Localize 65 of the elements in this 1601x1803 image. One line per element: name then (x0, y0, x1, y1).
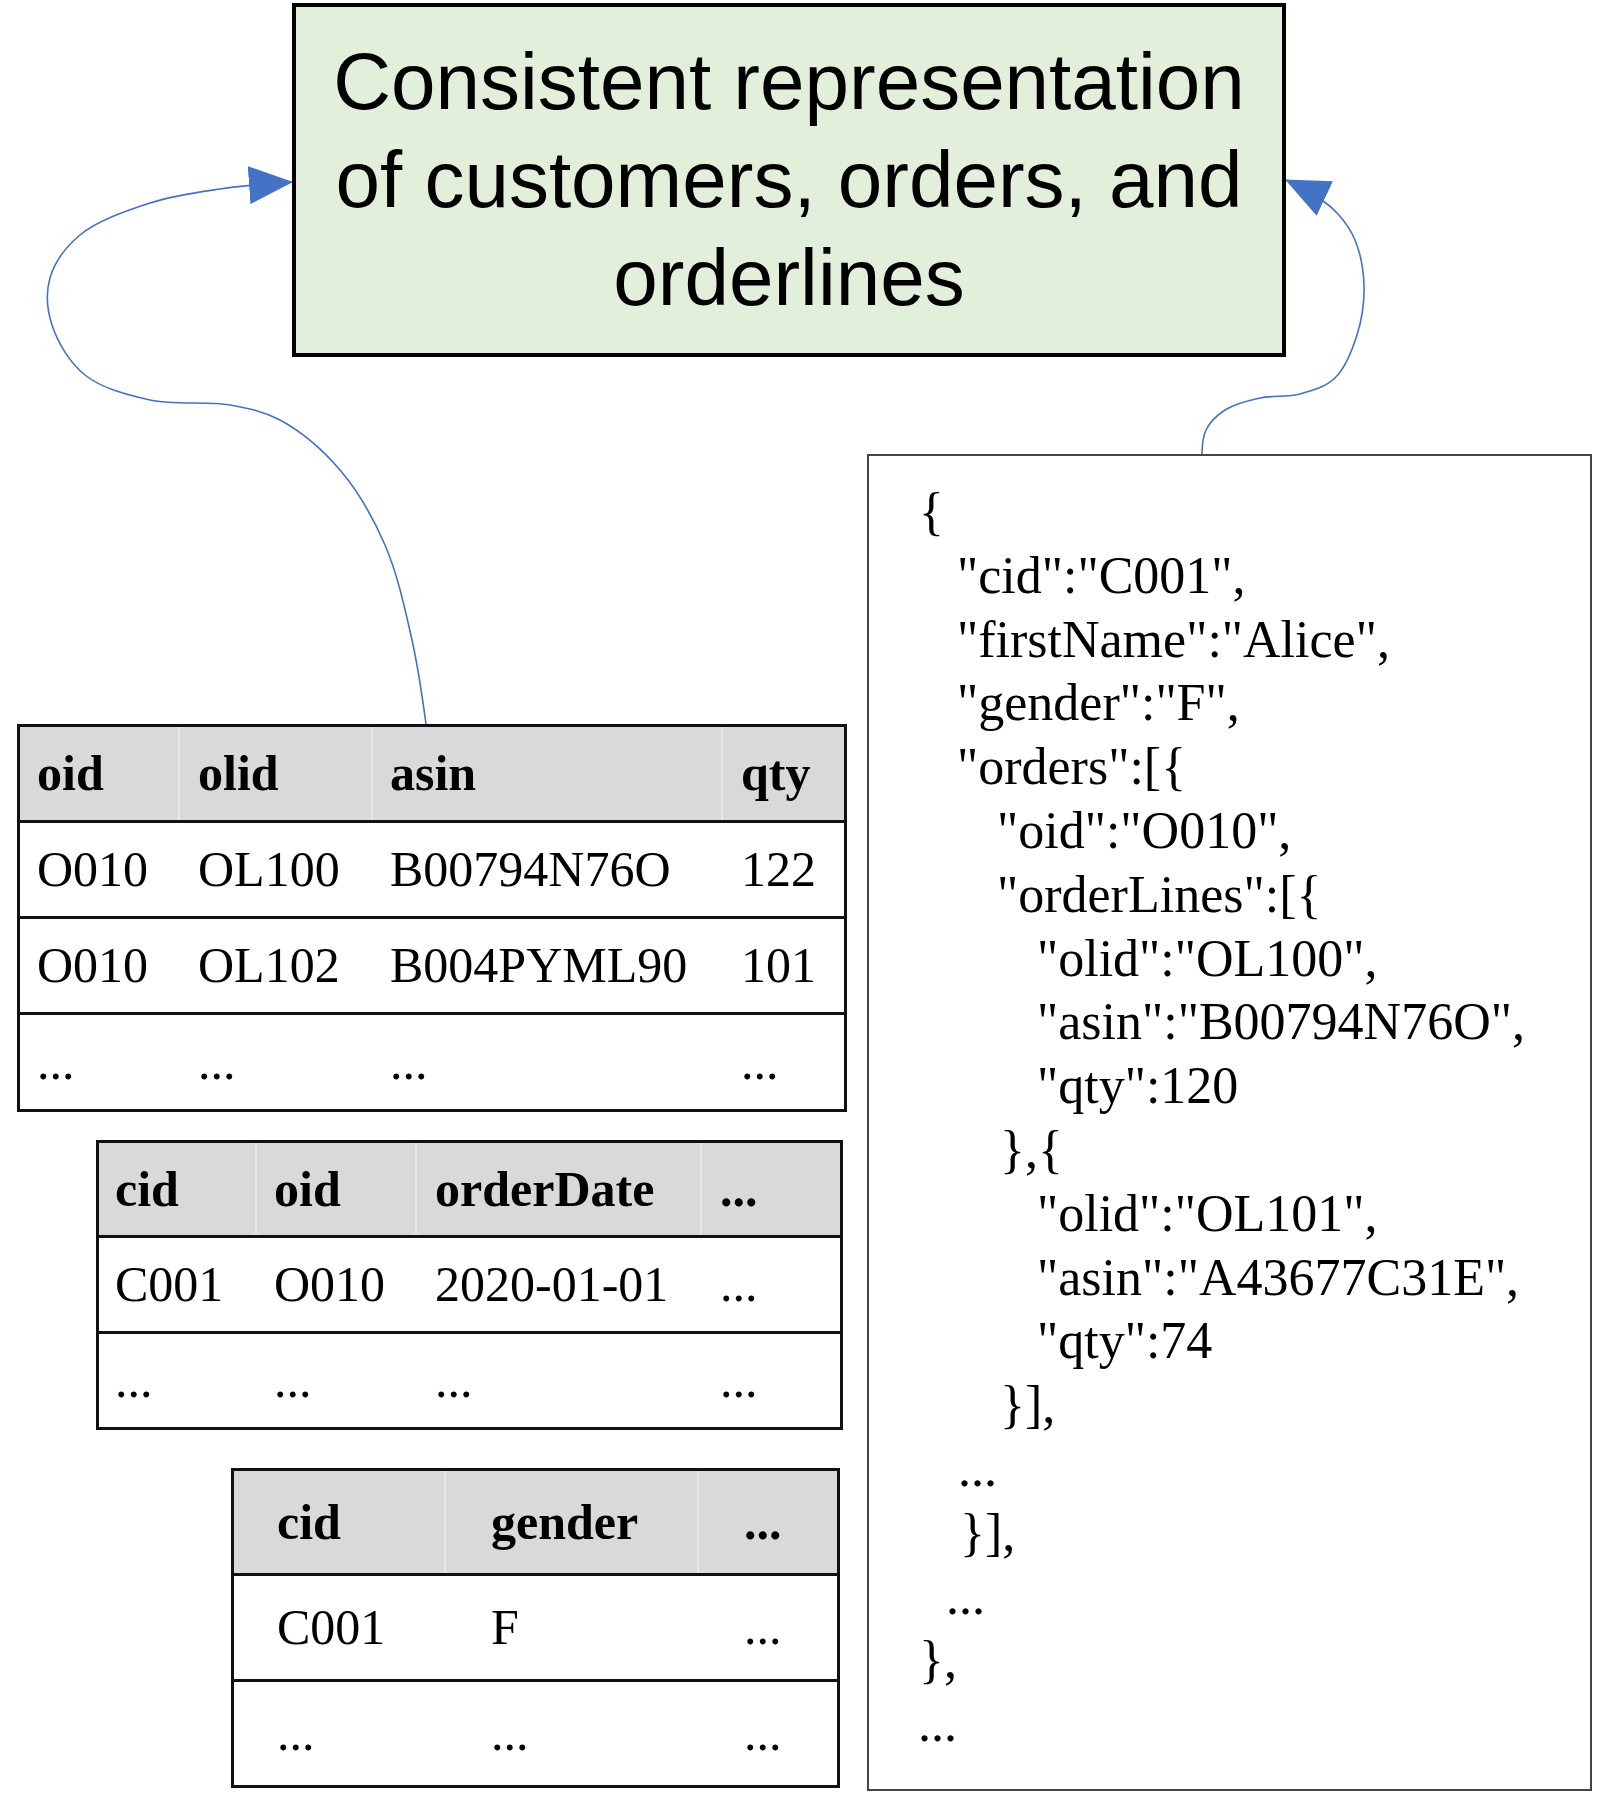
code-line: "cid":"C001", (957, 545, 1246, 606)
table-value: OL102 (198, 936, 340, 995)
table-value: ... (115, 1351, 153, 1410)
code-line: "asin":"B00794N76O", (1037, 992, 1525, 1053)
table-value: C001 (115, 1255, 224, 1314)
box-label: Consistent representation of customers, orders, and orderlines (332, 36, 1246, 324)
table-value: ... (720, 1351, 758, 1410)
table-value: O010 (274, 1255, 386, 1314)
code-line: "firstName":"Alice", (957, 609, 1390, 670)
column-header: oid (274, 1160, 341, 1219)
curved-arrow (1201, 179, 1365, 455)
code-line: "qty":74 (1037, 1311, 1213, 1372)
table-value: ... (744, 1704, 782, 1763)
code-line: "asin":"A43677C31E", (1037, 1247, 1520, 1308)
code-panel (867, 454, 1592, 1791)
column-header: ... (744, 1493, 782, 1552)
concept-box (292, 3, 1286, 357)
column-header: ... (720, 1160, 758, 1219)
table-value: C001 (277, 1598, 386, 1657)
column-header: gender (491, 1493, 639, 1552)
table-value: ... (741, 1033, 779, 1092)
table-value: O010 (37, 840, 149, 899)
code-line: ... (918, 1694, 957, 1755)
column-header: olid (198, 744, 279, 803)
code-line: },{ (1000, 1120, 1063, 1180)
table-value: 2020-01-01 (435, 1255, 669, 1314)
code-line: "gender":"F", (957, 673, 1240, 734)
data-table (17, 724, 847, 1112)
column-header: cid (115, 1160, 179, 1219)
column-header: cid (277, 1493, 341, 1552)
table-value: ... (744, 1598, 782, 1657)
code-line: { (919, 482, 944, 542)
table-value: ... (720, 1255, 758, 1314)
table-value: F (491, 1598, 519, 1657)
code-line: "olid":"OL101", (1037, 1183, 1378, 1244)
code-line: ... (946, 1566, 985, 1627)
table-value: O010 (37, 936, 149, 995)
table-value: ... (277, 1704, 315, 1763)
code-line: ... (958, 1439, 997, 1499)
data-table (96, 1140, 843, 1430)
table-value: 101 (741, 936, 816, 995)
curved-arrow (46, 166, 427, 725)
table-value: ... (274, 1351, 312, 1410)
column-header: oid (37, 744, 104, 803)
code-line: }, (919, 1630, 957, 1691)
table-value: ... (435, 1351, 473, 1410)
table-value: ... (198, 1033, 236, 1092)
table-value: ... (37, 1033, 75, 1092)
table-value: B00794N76O (390, 840, 671, 899)
code-line: "oid":"O010", (997, 801, 1292, 861)
table-value: OL100 (198, 840, 340, 899)
column-header: orderDate (435, 1160, 655, 1219)
table-value: 122 (741, 840, 816, 899)
code-line: "qty":120 (1037, 1056, 1239, 1117)
table-value: B004PYML90 (390, 936, 688, 995)
table-value: ... (491, 1704, 529, 1763)
code-line: "olid":"OL100", (1037, 928, 1378, 989)
code-line: "orders":[{ (957, 737, 1187, 798)
table-value: ... (390, 1033, 428, 1092)
code-line: }], (960, 1502, 1016, 1563)
code-line: "orderLines":[{ (997, 864, 1322, 925)
data-table (231, 1468, 840, 1788)
code-line: }], (1000, 1375, 1056, 1436)
column-header: asin (390, 744, 477, 803)
column-header: qty (741, 744, 811, 803)
